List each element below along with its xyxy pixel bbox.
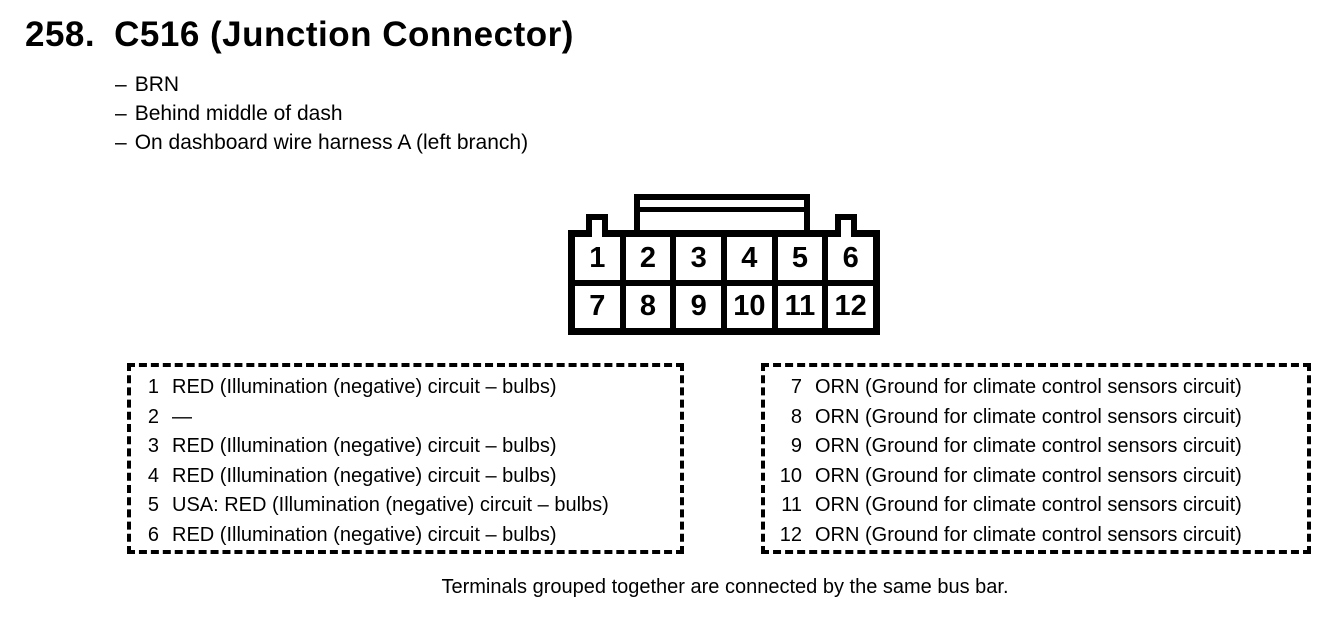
pin-number: 2 — [147, 405, 159, 428]
pin-description: ORN (Ground for climate control sensors … — [815, 464, 1242, 487]
note-harness: – On dashboard wire harness A (left bran… — [115, 128, 528, 157]
pin-description: ORN (Ground for climate control sensors … — [815, 435, 1242, 457]
pin-number: 1 — [147, 376, 159, 398]
pin-cell: 12 — [828, 285, 873, 328]
dash-bullet: – — [115, 102, 127, 125]
pin-number: 6 — [147, 523, 159, 546]
pin-row: 2 — — [137, 403, 680, 433]
connector-notes: – BRN – Behind middle of dash – On dashb… — [115, 70, 528, 157]
pin-row: 10 ORN (Ground for climate control senso… — [771, 462, 1307, 492]
pin-table-left: 1 RED (Illumination (negative) circuit –… — [127, 363, 684, 554]
connector-title: C516 (Junction Connector) — [114, 15, 574, 54]
page-title: 258. C516 (Junction Connector) — [25, 15, 574, 55]
pin-cell: 7 — [575, 285, 620, 328]
pin-description: RED (Illumination (negative) circuit – b… — [172, 464, 557, 487]
pin-row: 12 ORN (Ground for climate control senso… — [771, 521, 1307, 551]
pin-row: 8 ORN (Ground for climate control sensor… — [771, 403, 1307, 433]
pin-row: 7 ORN (Ground for climate control sensor… — [771, 373, 1307, 403]
pin-description: ORN (Ground for climate control sensors … — [815, 376, 1242, 398]
note-text: On dashboard wire harness A (left branch… — [134, 131, 529, 154]
note-text: Behind middle of dash — [134, 102, 343, 125]
pin-table-right: 7 ORN (Ground for climate control sensor… — [761, 363, 1311, 554]
pin-cell: 10 — [727, 285, 772, 328]
latch-inner-line — [640, 207, 804, 212]
pin-cell: 3 — [676, 237, 721, 280]
dash-bullet: – — [115, 73, 127, 96]
note-location: – Behind middle of dash — [115, 99, 528, 128]
connector-latch — [634, 194, 810, 232]
pin-number: 4 — [147, 464, 159, 487]
pin-description: ORN (Ground for climate control sensors … — [815, 405, 1242, 428]
tab-slot-left — [592, 229, 602, 238]
bus-bar-note: Terminals grouped together are connected… — [441, 576, 1009, 598]
tab-slot-right — [841, 229, 851, 238]
pin-row: 1 RED (Illumination (negative) circuit –… — [137, 373, 680, 403]
connector-pin-grid: 1 2 3 4 5 6 7 8 9 10 11 12 — [568, 230, 880, 335]
pin-number: 8 — [790, 405, 802, 428]
pin-description: RED (Illumination (negative) circuit – b… — [172, 435, 557, 457]
pin-cell: 9 — [676, 285, 721, 328]
pin-number: 9 — [790, 435, 802, 457]
pin-description: ORN (Ground for climate control sensors … — [815, 494, 1242, 516]
pin-cell: 6 — [828, 237, 873, 280]
pin-number: 3 — [147, 435, 159, 457]
pin-row: 9 ORN (Ground for climate control sensor… — [771, 432, 1307, 462]
pin-description: — — [172, 405, 192, 428]
dash-bullet: – — [115, 131, 127, 154]
pin-row: 5 USA: RED (Illumination (negative) circ… — [137, 491, 680, 521]
pin-number: 12 — [779, 523, 802, 546]
section-number: 258. — [25, 15, 96, 54]
pin-row: 11 ORN (Ground for climate control senso… — [771, 491, 1307, 521]
connector-lock-tab-right — [835, 214, 857, 231]
pin-description: RED (Illumination (negative) circuit – b… — [172, 376, 557, 398]
pin-description: USA: RED (Illumination (negative) circui… — [172, 494, 609, 516]
pin-number: 11 — [781, 494, 802, 516]
pin-row: 6 RED (Illumination (negative) circuit –… — [137, 521, 680, 551]
pin-cell: 11 — [777, 285, 823, 328]
note-text: BRN — [134, 73, 180, 96]
pin-cell: 4 — [727, 237, 772, 280]
note-color: – BRN — [115, 70, 528, 99]
pin-row: 4 RED (Illumination (negative) circuit –… — [137, 462, 680, 492]
pin-cell: 1 — [575, 237, 620, 280]
connector-lock-tab-left — [586, 214, 608, 231]
pin-cell: 5 — [777, 237, 823, 280]
pin-number: 7 — [790, 376, 802, 398]
pin-description: RED (Illumination (negative) circuit – b… — [172, 523, 557, 546]
pin-row: 3 RED (Illumination (negative) circuit –… — [137, 432, 680, 462]
pin-cell: 8 — [625, 285, 671, 328]
pin-description: ORN (Ground for climate control sensors … — [815, 523, 1242, 546]
pin-number: 10 — [779, 464, 802, 487]
pin-number: 5 — [147, 494, 159, 516]
pin-cell: 2 — [625, 237, 671, 280]
